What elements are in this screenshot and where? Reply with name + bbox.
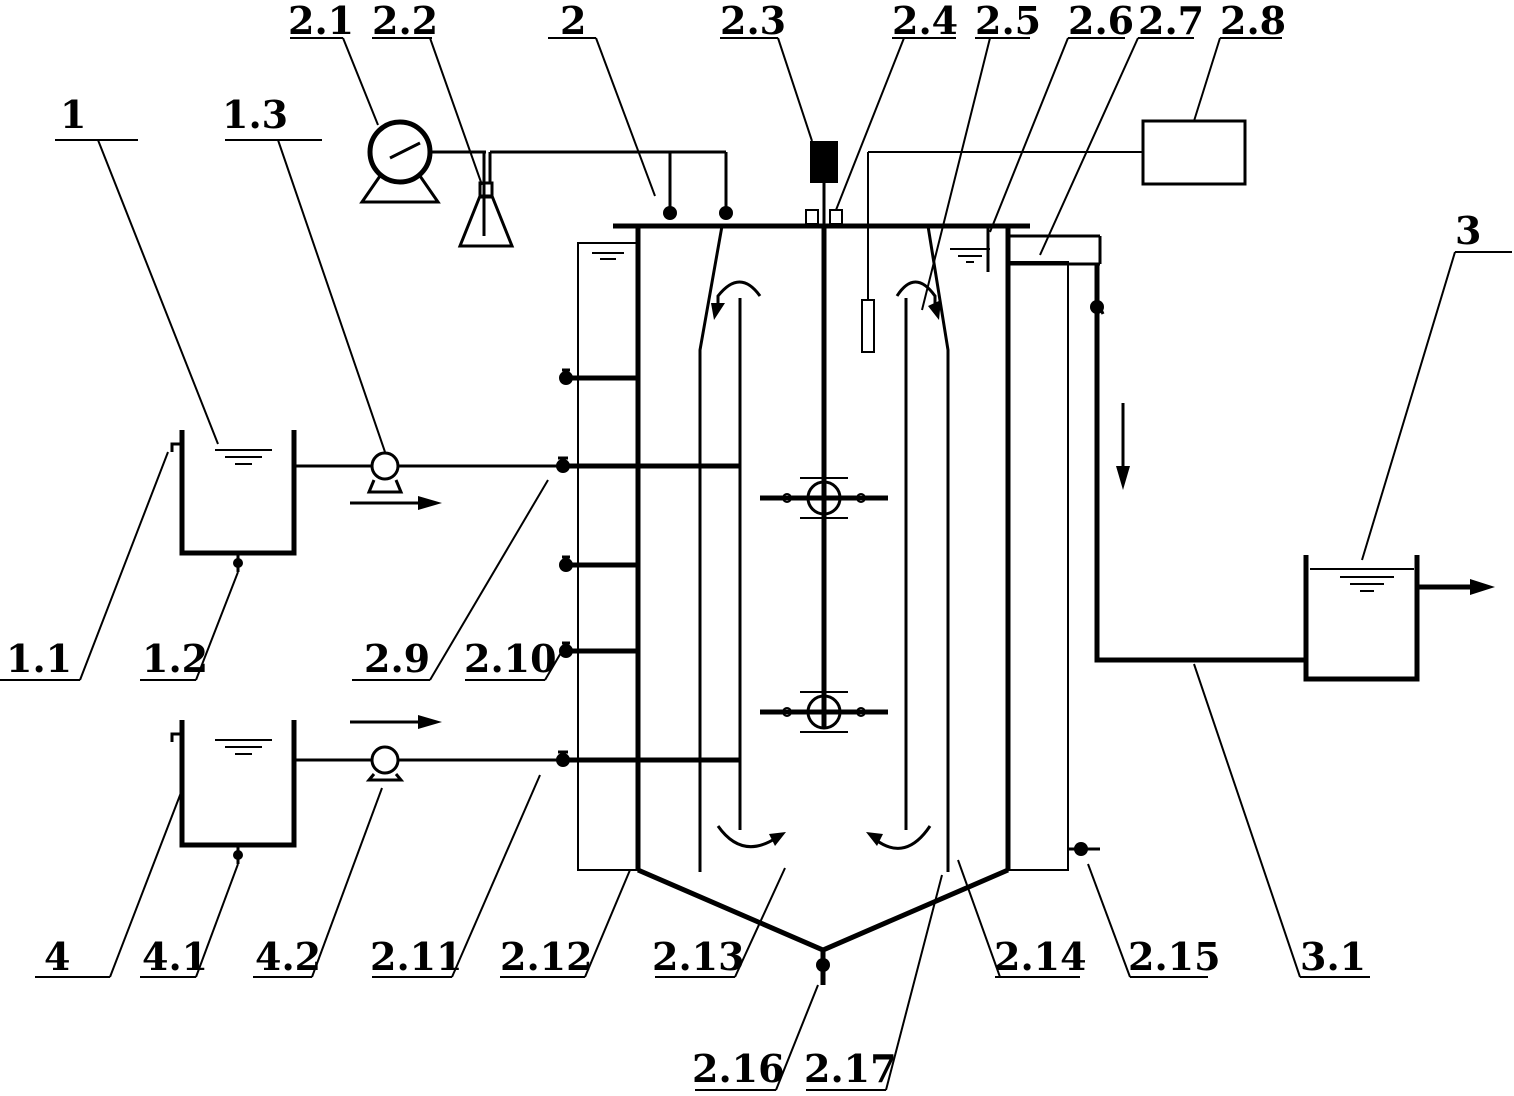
flow-arrow-upper xyxy=(350,496,442,510)
label-1-3: 1.3 xyxy=(222,92,288,137)
label-2-2: 2.2 xyxy=(372,0,438,43)
label-4: 4 xyxy=(44,934,70,979)
label-2-16: 2.16 xyxy=(692,1046,785,1091)
stirrer-2-3 xyxy=(760,141,888,733)
label-2-5: 2.5 xyxy=(975,0,1041,43)
label-4-1: 4.1 xyxy=(142,934,208,979)
label-2: 2 xyxy=(560,0,586,43)
pump-1-3 xyxy=(366,451,404,494)
labels: 1 1.3 2.1 2.2 2 2.3 2.4 2.5 2.6 2.7 2.8 … xyxy=(6,0,1481,1091)
label-2-15: 2.15 xyxy=(1128,934,1221,979)
gas-meter-2-1 xyxy=(359,119,486,204)
label-2-13: 2.13 xyxy=(652,934,745,979)
probe-2-5 xyxy=(861,151,1143,353)
label-2-12: 2.12 xyxy=(500,934,593,979)
pump-4-2 xyxy=(365,745,405,782)
label-2-3: 2.3 xyxy=(720,0,786,43)
label-2-8: 2.8 xyxy=(1220,0,1286,43)
absorption-flask-2-2 xyxy=(457,150,726,248)
label-3: 3 xyxy=(1455,208,1481,253)
tank-4 xyxy=(170,720,558,864)
label-1: 1 xyxy=(60,92,86,137)
label-2-4: 2.4 xyxy=(892,0,958,43)
label-2-1: 2.1 xyxy=(288,0,354,43)
controller-2-8 xyxy=(1141,119,1247,186)
outlet-2-6-2-7 xyxy=(986,226,1306,663)
label-2-7: 2.7 xyxy=(1138,0,1204,43)
label-1-1: 1.1 xyxy=(6,636,72,681)
flow-arrow-lower xyxy=(350,715,442,729)
label-2-17: 2.17 xyxy=(804,1046,897,1091)
tank-3 xyxy=(1303,555,1495,682)
circulation-arrows xyxy=(711,280,941,850)
leader-lines xyxy=(0,37,1512,1091)
label-2-14: 2.14 xyxy=(994,934,1087,979)
label-4-2: 4.2 xyxy=(255,934,321,979)
label-3-1: 3.1 xyxy=(1300,934,1366,979)
side-valves xyxy=(556,368,1100,985)
feed-tank-1 xyxy=(170,430,558,572)
label-2-10: 2.10 xyxy=(464,636,557,681)
label-2-9: 2.9 xyxy=(364,636,430,681)
label-2-11: 2.11 xyxy=(370,934,463,979)
label-2-6: 2.6 xyxy=(1068,0,1134,43)
label-1-2: 1.2 xyxy=(142,636,208,681)
gas-lines xyxy=(663,152,733,220)
